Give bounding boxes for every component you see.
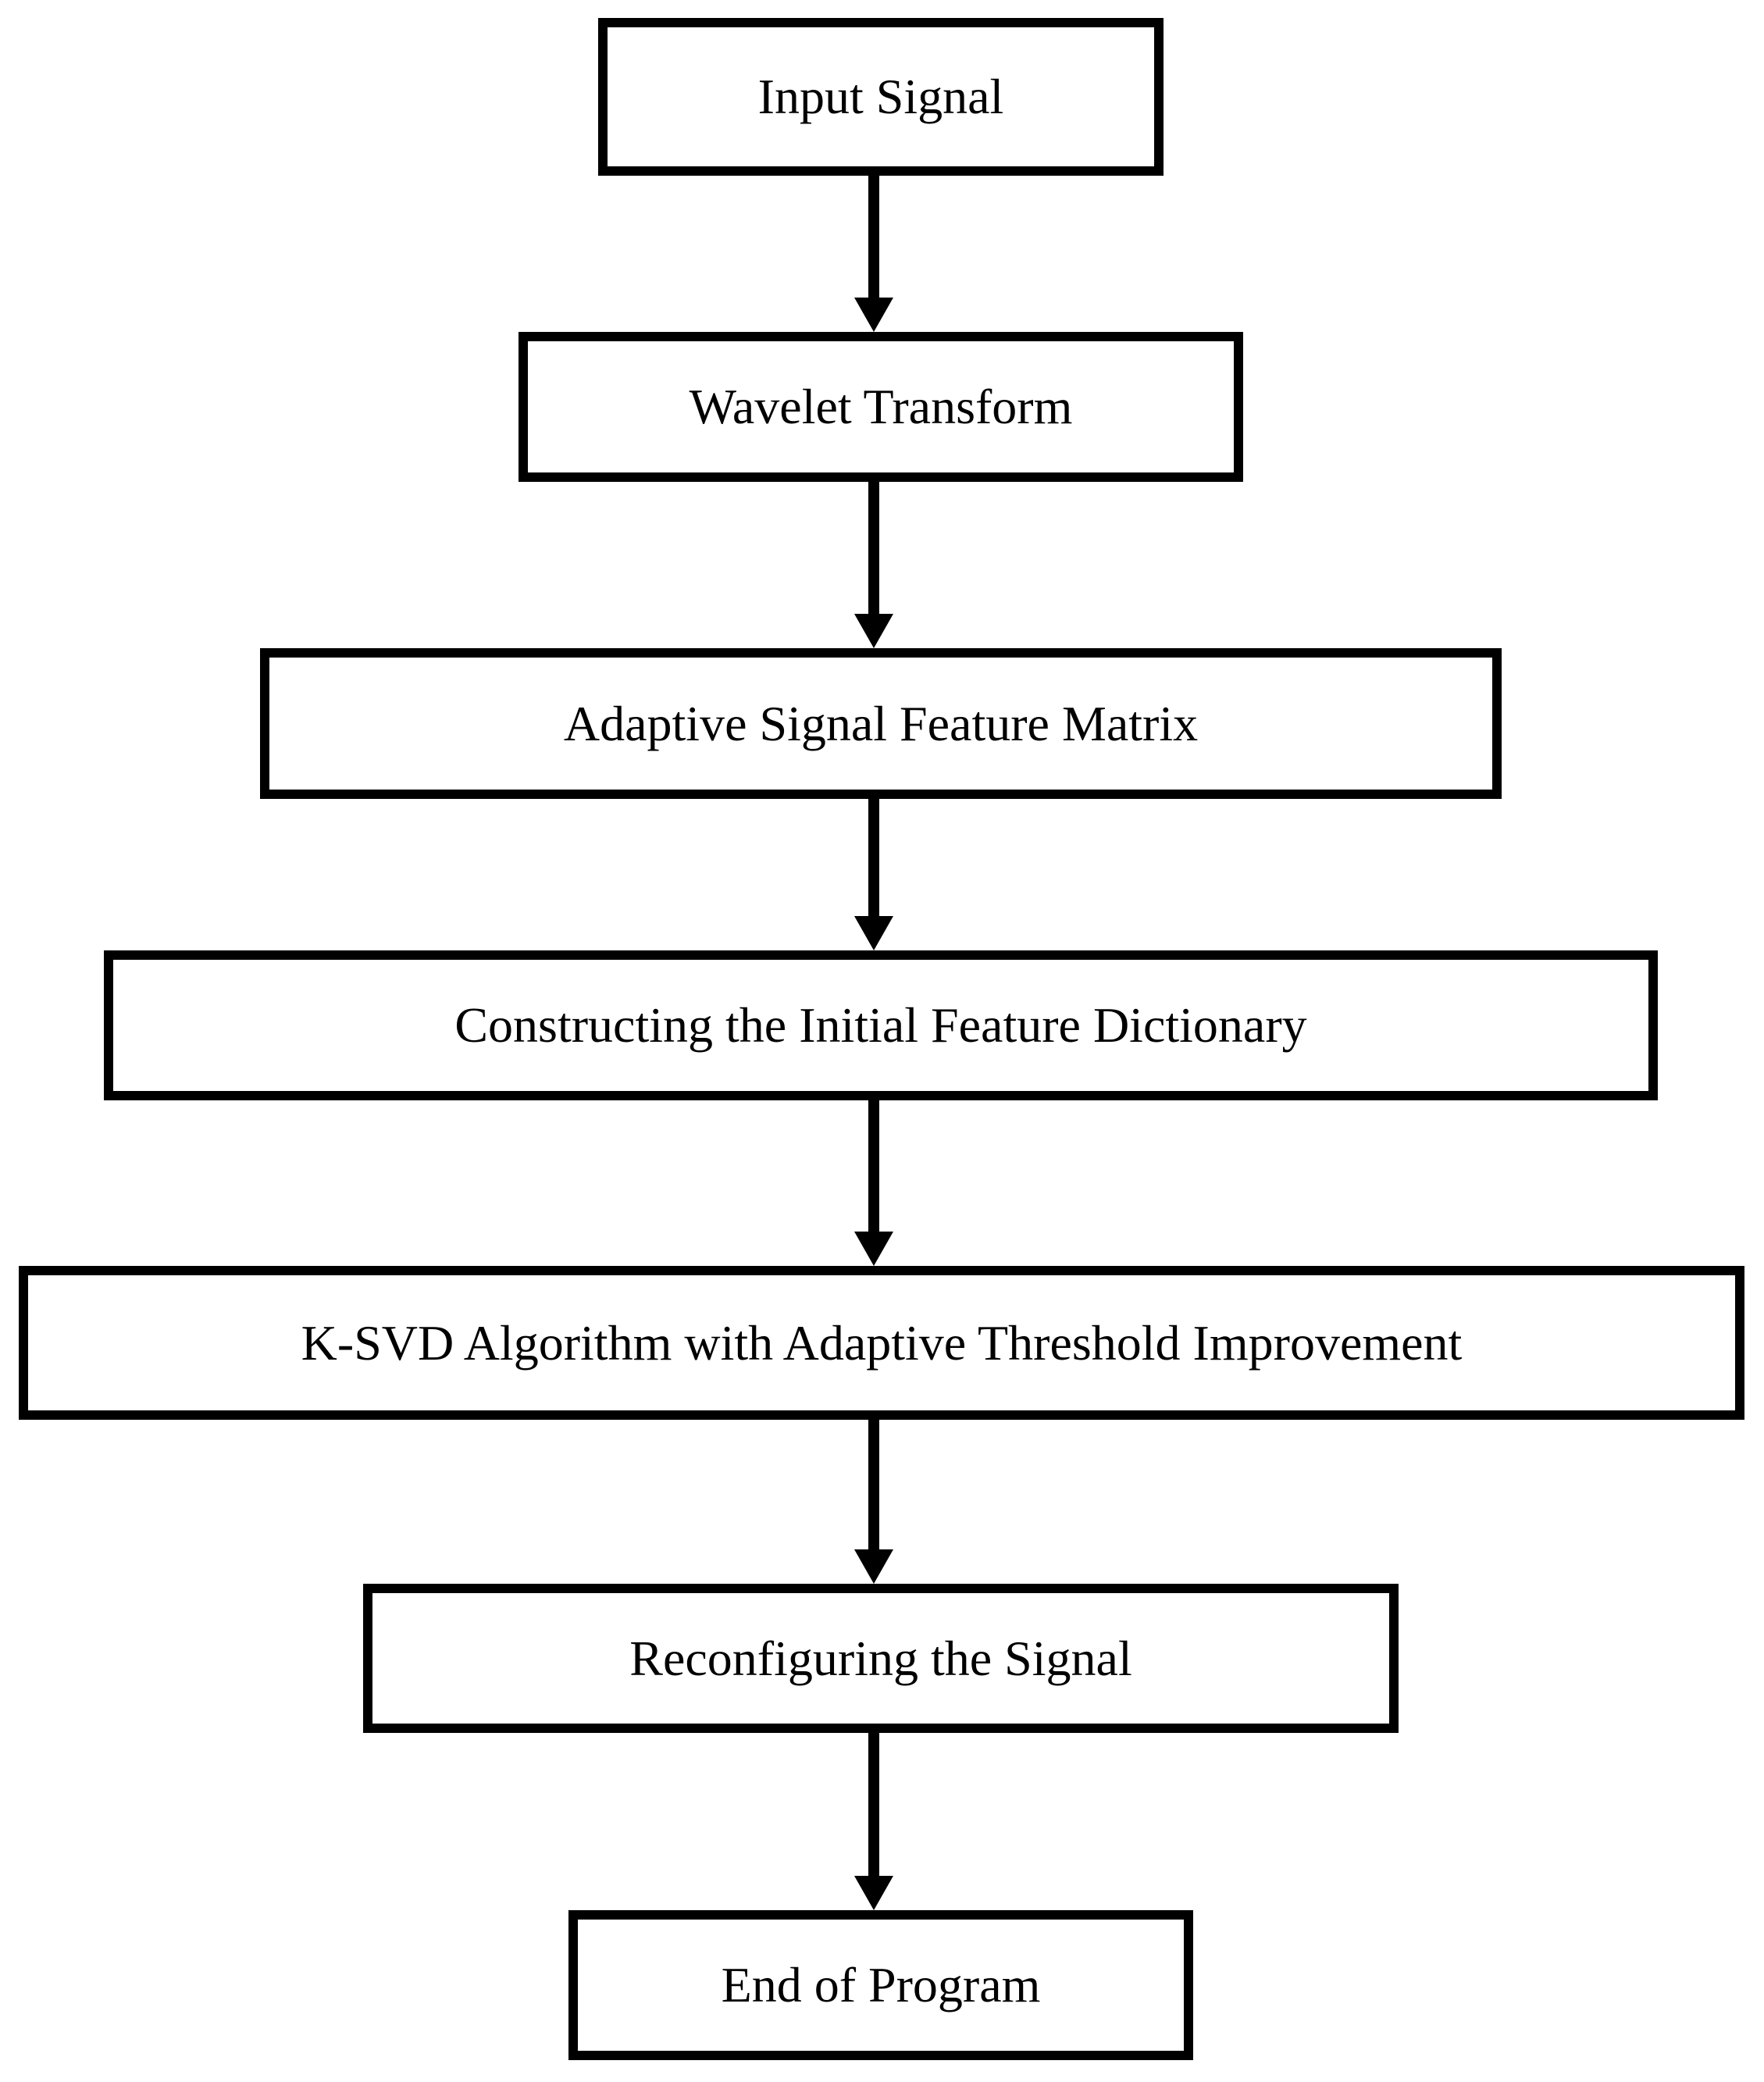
- flow-node-constructing-initial-feature-dictionary: Constructing the Initial Feature Diction…: [104, 950, 1658, 1100]
- flow-node-label: Adaptive Signal Feature Matrix: [563, 695, 1199, 751]
- arrow-line: [868, 176, 879, 304]
- flow-node-input-signal: Input Signal: [598, 18, 1164, 176]
- flow-node-end-of-program: End of Program: [568, 1910, 1193, 2060]
- arrowhead-down-icon: [854, 1549, 893, 1584]
- flow-arrow-4-5: [854, 1100, 893, 1266]
- flow-node-label: Wavelet Transform: [689, 379, 1073, 434]
- arrow-line: [868, 1100, 879, 1238]
- arrowhead-down-icon: [854, 614, 893, 648]
- flow-arrow-5-6: [854, 1420, 893, 1584]
- arrowhead-down-icon: [854, 1232, 893, 1266]
- flow-arrow-3-4: [854, 799, 893, 950]
- arrowhead-down-icon: [854, 298, 893, 332]
- flow-node-label: End of Program: [721, 1957, 1041, 2012]
- flow-node-label: Reconfiguring the Signal: [629, 1630, 1132, 1686]
- flow-node-ksvd-algorithm-adaptive-threshold: K-SVD Algorithm with Adaptive Threshold …: [19, 1266, 1744, 1420]
- flow-arrow-2-3: [854, 482, 893, 648]
- flow-node-wavelet-transform: Wavelet Transform: [519, 332, 1243, 482]
- arrow-line: [868, 1420, 879, 1556]
- arrow-line: [868, 482, 879, 620]
- flow-node-adaptive-signal-feature-matrix: Adaptive Signal Feature Matrix: [260, 648, 1502, 799]
- flow-node-label: Input Signal: [757, 69, 1004, 124]
- flow-node-label: Constructing the Initial Feature Diction…: [454, 997, 1307, 1053]
- flow-arrow-6-7: [854, 1733, 893, 1910]
- arrowhead-down-icon: [854, 1876, 893, 1910]
- flow-node-reconfiguring-the-signal: Reconfiguring the Signal: [363, 1584, 1399, 1733]
- flow-node-label: K-SVD Algorithm with Adaptive Threshold …: [301, 1314, 1463, 1371]
- flow-arrow-1-2: [854, 176, 893, 332]
- arrow-line: [868, 799, 879, 922]
- arrowhead-down-icon: [854, 916, 893, 950]
- arrow-line: [868, 1733, 879, 1882]
